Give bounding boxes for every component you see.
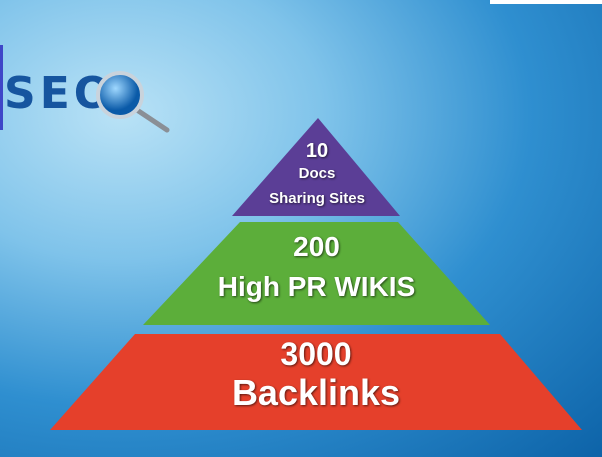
magnifier-globe-icon	[96, 71, 170, 133]
bottom-tier-number: 3000	[280, 336, 352, 372]
bottom-tier-label: Backlinks	[231, 372, 401, 413]
top-tier-number: 10	[305, 140, 329, 162]
middle-tier-number: 200	[293, 231, 340, 262]
white-strip	[490, 0, 602, 4]
left-accent-bar	[0, 45, 3, 130]
pyramid-bottom-tier	[50, 334, 582, 430]
seo-logo-text: SEO	[4, 68, 116, 119]
pyramid-top-tier	[232, 118, 400, 216]
middle-tier-label: High PR WIKIS	[217, 271, 416, 302]
top-tier-line1: Docs	[298, 165, 336, 182]
pyramid-middle-tier	[143, 222, 490, 325]
top-tier-line2: Sharing Sites	[269, 190, 365, 207]
